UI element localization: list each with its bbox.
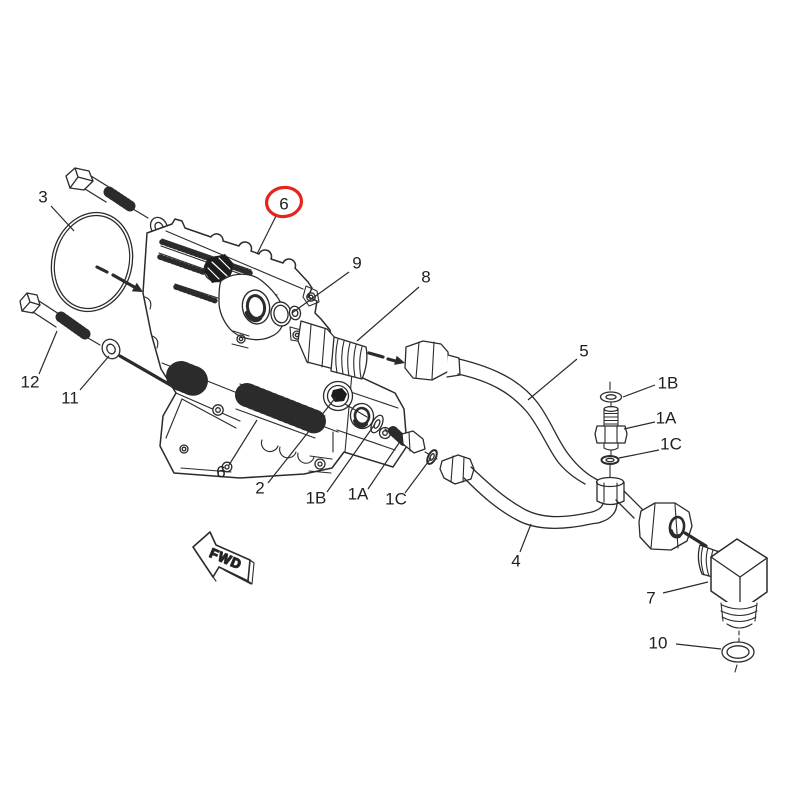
- callout-label-6-1: 6: [279, 195, 288, 214]
- callout-leader-4-15: [519, 523, 532, 553]
- o-ring-drawing: [50, 211, 134, 313]
- callout-leader-2-11: [267, 396, 337, 484]
- elbow-assembly-drawing: [615, 490, 768, 673]
- fitting-8-drawing: [297, 320, 368, 380]
- washer-11-drawing: [101, 338, 121, 360]
- callout-leader-1c-14: [404, 457, 432, 494]
- assembly-arrow-oring: [95, 265, 143, 292]
- fwd-arrow: FWD: [192, 531, 255, 585]
- callout-label-1a-13: 1A: [348, 485, 369, 504]
- highlight-circle: [264, 185, 304, 219]
- callout-leader-5-4: [527, 358, 578, 401]
- callout-label-7-16: 7: [646, 589, 655, 608]
- callout-label-1b-12: 1B: [306, 489, 327, 508]
- callout-leader-12-5: [38, 330, 58, 375]
- bolt-top-drawing: [65, 167, 149, 219]
- callout-label-3-0: 3: [38, 188, 47, 207]
- callout-leader-9-2: [291, 271, 350, 314]
- callout-leader-10-17: [675, 643, 722, 650]
- tube-4-drawing: [463, 466, 618, 529]
- callout-leader-7-16: [662, 581, 709, 594]
- callout-label-2-11: 2: [255, 479, 264, 498]
- assembly-arrow-fitting8: [367, 351, 405, 365]
- callout-leader-1b-12: [326, 423, 376, 493]
- fitting-stack-right-drawing: [594, 381, 628, 506]
- callout-label-1c-14: 1C: [385, 490, 407, 509]
- callout-leader-1a-13: [367, 442, 400, 490]
- callout-leader-6-1: [256, 215, 277, 255]
- callout-label-5-4: 5: [579, 342, 588, 361]
- callout-label-8-3: 8: [421, 268, 430, 287]
- callout-label-12-5: 12: [21, 373, 40, 392]
- pump-body-drawing: [142, 218, 408, 479]
- callout-label-1b-7: 1B: [658, 374, 679, 393]
- bolt-lower-drawing: [19, 292, 101, 346]
- callout-layer: 3 6 9 8 5 12 11 1B 1A 1C 6 2 1B 1A 1C 4 7 10: [21, 185, 722, 653]
- callout-label-1c-9: 1C: [660, 435, 682, 454]
- callout-label-1a-8: 1A: [656, 409, 677, 428]
- callout-label-9-2: 9: [352, 254, 361, 273]
- callout-leader-6-10: [228, 419, 258, 466]
- callout-leader-11-6: [79, 355, 110, 391]
- tube-5-drawing: [404, 340, 599, 485]
- callout-label-11-6: 11: [61, 389, 79, 408]
- callout-label-6-10: 6: [216, 463, 225, 482]
- callout-leader-3-0: [50, 205, 75, 232]
- callout-label-10-17: 10: [649, 634, 668, 653]
- callout-label-4-15: 4: [511, 552, 520, 571]
- callout-leader-1b-7: [622, 384, 656, 398]
- callout-leader-1c-9: [618, 449, 660, 459]
- callout-leader-8-3: [356, 286, 420, 342]
- callout-leader-1a-8: [623, 421, 656, 430]
